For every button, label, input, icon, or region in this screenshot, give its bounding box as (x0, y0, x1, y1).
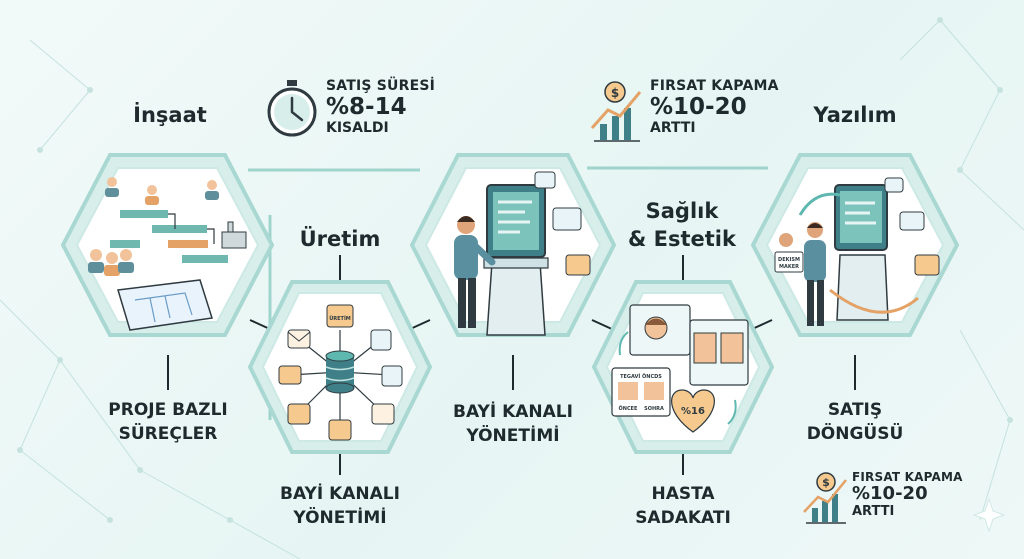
role-badge-icon: DEKISM MAKER (774, 233, 804, 273)
stat-sales-time-line3: KISALDI (326, 120, 389, 136)
sales-cycle-illustration: DEKISM MAKER (774, 177, 940, 326)
growth-chart-icon-2: $ (803, 472, 847, 524)
stat-sales-time: SATIŞ SÜRESİ %8-14 KISALDI (326, 78, 435, 136)
caption-center-line1: BAYİ KANALI (453, 402, 573, 422)
stat-opportunity-top-value: %10-20 (650, 94, 747, 120)
caption-insaat-line1: PROJE BAZLI (108, 400, 228, 420)
stat-opportunity-top-line3: ARTTI (650, 120, 696, 136)
network-background (0, 17, 1024, 559)
caption-uretim-line1: BAYİ KANALI (280, 484, 400, 504)
svg-text:ÜRETİM: ÜRETİM (329, 315, 351, 322)
database-icon (325, 350, 355, 394)
cycle-arrow-icon (618, 331, 629, 356)
dealer-kiosk-illustration (454, 171, 591, 336)
document-icon (381, 365, 403, 387)
svg-text:SOHRA: SOHRA (644, 406, 664, 412)
svg-text:%16: %16 (681, 406, 705, 417)
person-icon-2 (804, 222, 826, 326)
record-card-icon: TEGAVİ ÖNCDS ÖNCEE SOHRA (611, 367, 671, 417)
data-hub-illustration: ÜRETİM (278, 304, 403, 441)
sector-title-uretim: Üretim (299, 227, 381, 251)
caption-yazilim-line2: DÖNGÜSÜ (806, 424, 904, 444)
phone-icon (370, 329, 392, 351)
svg-text:$: $ (611, 86, 619, 100)
mail-icon-2 (371, 403, 395, 425)
svg-text:DEKISM: DEKISM (778, 257, 800, 263)
sector-title-saglik-line1: Sağlık (645, 199, 719, 223)
svg-text:TEGAVİ ÖNCDS: TEGAVİ ÖNCDS (620, 373, 662, 380)
hexagon-insaat (60, 153, 275, 337)
caption-insaat-line2: SÜREÇLER (118, 424, 218, 444)
mail-icon (287, 329, 311, 349)
stopwatch-icon (267, 80, 317, 137)
folder-icon (328, 419, 352, 441)
stat-opportunity-bottom-value: %10-20 (852, 483, 928, 504)
caption-saglik-line2: SADAKATI (635, 508, 731, 528)
svg-text:$: $ (822, 476, 830, 489)
svg-text:ÖNCEE: ÖNCEE (619, 405, 639, 412)
caption-insaat: PROJE BAZLI SÜREÇLER (88, 398, 248, 446)
sparkle-icon (972, 497, 1006, 533)
folder-icon-3 (914, 254, 940, 276)
stat-sales-time-line1: SATIŞ SÜRESİ (326, 78, 436, 94)
caption-center: BAYİ KANALI YÖNETİMİ (433, 400, 593, 448)
stat-opportunity-bottom: FIRSAT KAPAMA %10-20 ARTTI (852, 470, 963, 519)
sector-title-yazilim: Yazılım (813, 103, 897, 127)
stat-opportunity-bottom-line3: ARTTI (852, 504, 895, 519)
caption-saglik-line1: HASTA (651, 484, 715, 504)
factory-sign-icon: ÜRETİM (326, 304, 354, 328)
list-panel-icon (552, 207, 582, 231)
list-panel-icon-2 (899, 211, 925, 231)
gantt-chart-icon (110, 210, 228, 263)
folder-icon-2 (565, 254, 591, 276)
chat-bubble-icon-2 (884, 177, 904, 193)
caption-yazilim: SATIŞ DÖNGÜSÜ (775, 398, 935, 446)
sector-title-insaat: İnşaat (133, 103, 207, 127)
heart-badge-icon: %16 (671, 389, 715, 433)
caption-uretim: BAYİ KANALI YÖNETİMİ (260, 482, 420, 530)
caption-saglik: HASTA SADAKATI (603, 482, 763, 530)
patient-loyalty-illustration: TEGAVİ ÖNCDS ÖNCEE SOHRA %16 (611, 304, 749, 433)
phone-icon-2 (287, 403, 311, 425)
caption-uretim-line2: YÖNETİMİ (293, 508, 387, 528)
chat-bubble-icon (534, 171, 556, 189)
blueprint-icon (117, 279, 213, 331)
sector-title-saglik: Sağlık & Estetik (612, 197, 752, 253)
factory-icon (221, 221, 247, 249)
stat-opportunity-top: FIRSAT KAPAMA %10-20 ARTTI (650, 78, 779, 136)
sector-title-saglik-line2: & Estetik (628, 227, 736, 251)
caption-yazilim-line1: SATIŞ (827, 400, 883, 420)
project-flow-illustration (88, 177, 247, 331)
team-icon (88, 177, 219, 276)
svg-text:MAKER: MAKER (779, 264, 799, 270)
chat-icon (278, 365, 302, 385)
growth-chart-icon: $ (590, 81, 642, 142)
cycle-arrow-icon-2 (798, 192, 841, 216)
stat-opportunity-bottom-line1: FIRSAT KAPAMA (852, 470, 963, 484)
stat-sales-time-value: %8-14 (326, 94, 407, 120)
person-icon (454, 216, 496, 328)
caption-center-line2: YÖNETİMİ (466, 426, 560, 446)
stat-opportunity-top-line1: FIRSAT KAPAMA (650, 78, 779, 94)
